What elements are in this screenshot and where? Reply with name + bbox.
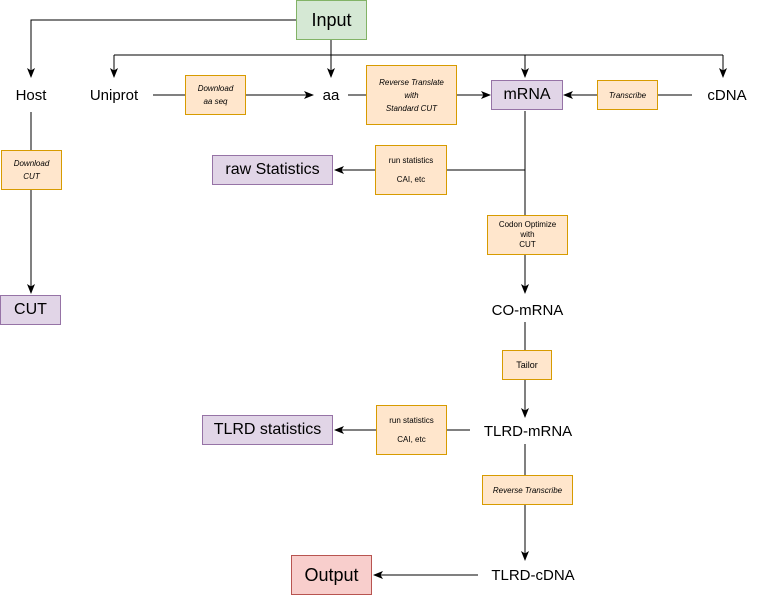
node-aa[interactable]: aa: [322, 86, 340, 104]
process-reverse-transcribe-line-1: Reverse Transcribe: [492, 485, 563, 495]
node-cdna[interactable]: cDNA: [707, 86, 747, 104]
process-run-statistics-tlrd-line-1: run statistics: [389, 416, 434, 425]
process-reverse-transcribe[interactable]: Reverse Transcribe: [482, 475, 573, 505]
process-run-statistics-tlrd-line-2: CAI, etc: [397, 435, 426, 444]
process-run-statistics-tlrd[interactable]: run statistics CAI, etc: [376, 405, 447, 455]
process-download-aa[interactable]: Download aa seq: [185, 75, 246, 115]
process-reverse-translate-line-2: with: [404, 90, 419, 100]
process-run-statistics-raw-line-2: CAI, etc: [396, 175, 426, 184]
node-host[interactable]: Host: [15, 86, 47, 104]
process-codon-optimize-line-2: with: [520, 230, 535, 239]
process-run-statistics-raw[interactable]: run statistics CAI, etc: [375, 145, 447, 195]
node-raw-statistics[interactable]: raw Statistics: [212, 155, 333, 185]
process-run-statistics-raw-line-1: run statistics: [388, 156, 434, 165]
process-download-cut-line-1: Download: [13, 159, 50, 168]
process-tailor[interactable]: Tailor: [502, 350, 552, 380]
process-download-aa-line-1: Download: [197, 84, 234, 93]
node-input[interactable]: Input: [296, 0, 367, 40]
node-cut[interactable]: CUT: [0, 295, 61, 325]
process-tailor-line-1: Tailor: [516, 359, 538, 370]
node-tlrd-statistics[interactable]: TLRD statistics: [202, 415, 333, 445]
process-codon-optimize[interactable]: Codon Optimize with CUT: [487, 215, 568, 255]
node-mrna[interactable]: mRNA: [491, 80, 563, 110]
node-uniprot[interactable]: Uniprot: [89, 86, 139, 104]
process-transcribe[interactable]: Transcribe: [597, 80, 658, 110]
edge-input-host: [27, 19, 296, 78]
process-transcribe-line-1: Transcribe: [608, 90, 647, 100]
process-reverse-translate-line-3: Standard CUT: [385, 103, 438, 113]
node-output[interactable]: Output: [291, 555, 372, 595]
node-tlrd-mrna[interactable]: TLRD-mRNA: [483, 422, 573, 440]
node-co-mrna[interactable]: CO-mRNA: [491, 301, 564, 319]
process-download-cut-line-2: CUT: [23, 172, 40, 181]
node-tlrd-cdna[interactable]: TLRD-cDNA: [491, 566, 575, 584]
process-codon-optimize-line-1: Codon Optimize: [498, 220, 557, 229]
process-reverse-translate-line-1: Reverse Translate: [379, 77, 444, 87]
process-download-cut[interactable]: Download CUT: [1, 150, 62, 190]
process-codon-optimize-line-3: CUT: [519, 240, 536, 249]
process-reverse-translate[interactable]: Reverse Translate with Standard CUT: [366, 65, 457, 125]
process-download-aa-line-2: aa seq: [203, 97, 228, 106]
